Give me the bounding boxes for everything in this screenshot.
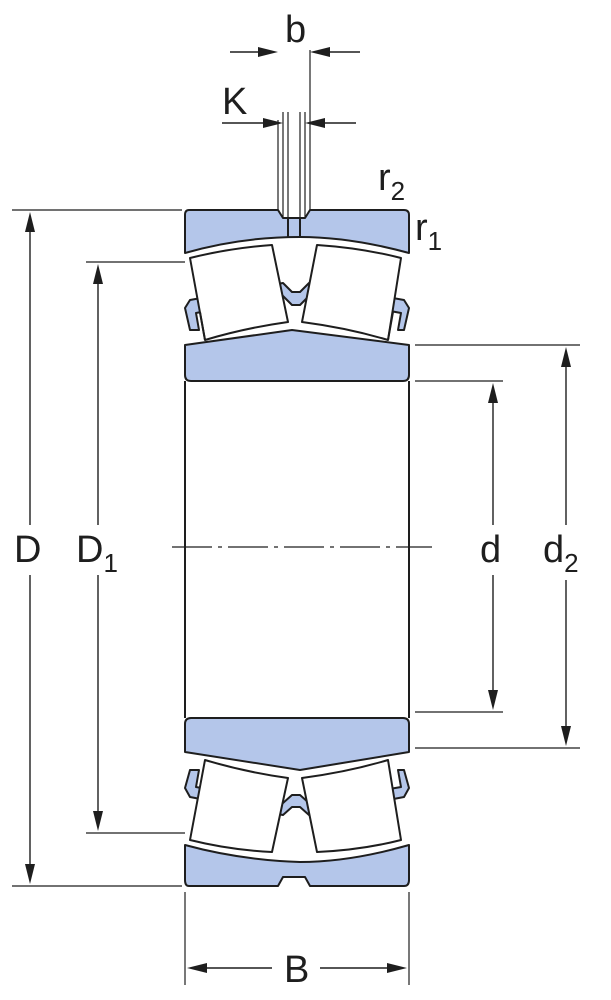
label-K: K [222,81,247,123]
roller-bottom-right [301,759,402,853]
roller-top-left-face [199,311,206,341]
roller-top-left [189,244,289,341]
outer-ring-bottom [184,844,410,887]
roller-top-right-face [387,311,394,341]
label-r2: r2 [378,157,405,206]
label-b: b [285,9,306,51]
dimension-B [184,892,410,985]
label-D: D [14,529,41,571]
dimension-d [415,380,503,713]
bearing-bottom-section [184,717,410,887]
label-d: d [480,529,501,571]
label-D1: D1 [76,529,118,578]
inner-ring-top [184,329,410,382]
label-r1: r1 [415,207,442,256]
inner-ring-bottom [184,717,410,771]
outer-ring-top [184,209,410,254]
label-d2: d2 [543,529,579,578]
dimension-d2 [415,344,580,749]
roller-top-right [301,244,402,341]
dimension-b [230,47,360,57]
dimension-K [222,118,356,128]
dimension-D [12,209,182,887]
dimension-D1 [86,261,185,834]
label-B: B [284,949,309,991]
k-extension-lines [277,50,311,218]
roller-bottom-left [189,759,289,853]
lubrication-hole-top [287,218,301,237]
bearing-top-section [184,50,410,382]
